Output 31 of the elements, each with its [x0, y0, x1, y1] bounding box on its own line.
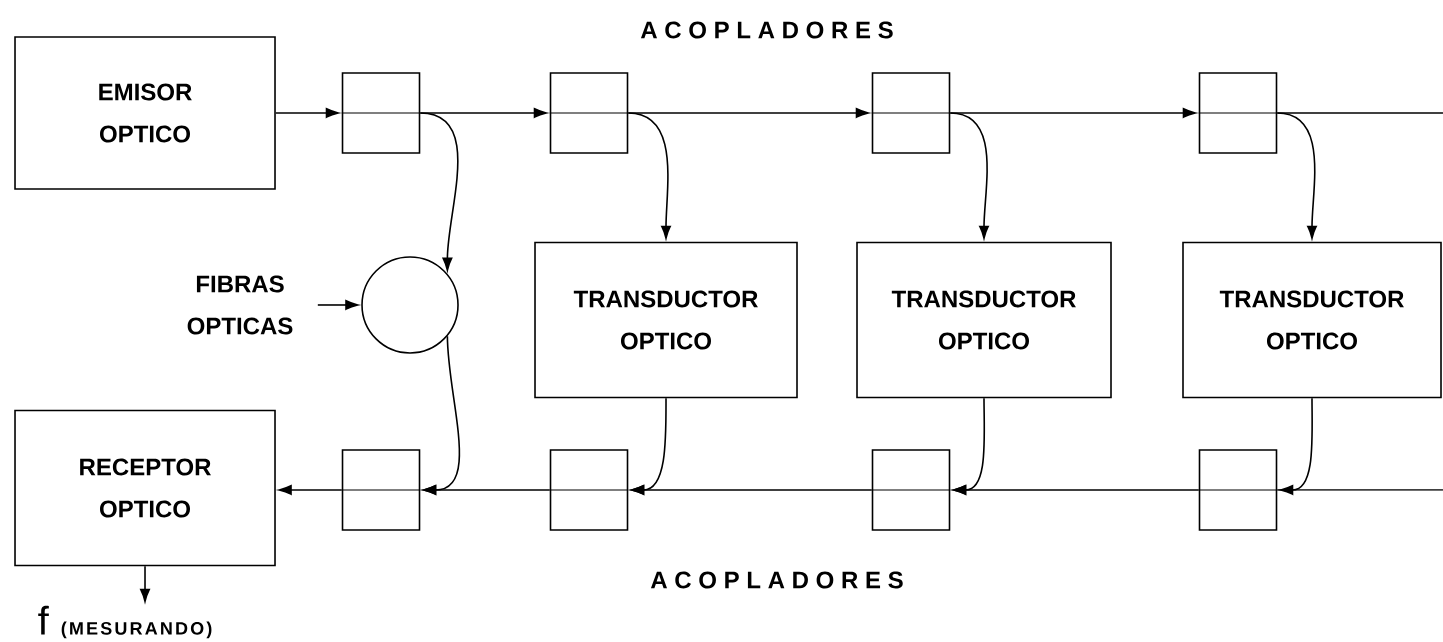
block-box: RECEPTOR OPTICO [14, 409, 276, 567]
arrow [140, 565, 150, 603]
fiber-line [1276, 489, 1443, 491]
arrow [317, 300, 359, 310]
coupler-box [549, 72, 629, 154]
arrow [278, 485, 343, 495]
coupler-box [341, 449, 421, 531]
arrow [953, 485, 1200, 495]
coupler-box [871, 72, 951, 154]
block-box: TRANSDUCTOR OPTICO [1182, 241, 1442, 399]
arrow [1276, 112, 1317, 239]
arrow [631, 485, 873, 495]
section-label: A C O P L A D O R E S [650, 571, 903, 589]
output-label: f (MESURANDO) [38, 605, 212, 639]
section-label: A C O P L A D O R E S [640, 21, 893, 39]
arrow [423, 485, 551, 495]
arrow [275, 108, 339, 118]
arrow [419, 112, 459, 271]
arrow [949, 112, 989, 239]
fiber-label: FIBRAS OPTICAS [187, 275, 293, 335]
coupler-box [871, 449, 951, 531]
coupler-box [1198, 72, 1278, 154]
block-box: EMISOR OPTICO [14, 36, 276, 190]
arrow [627, 112, 671, 239]
fiber-coil [361, 256, 459, 354]
coupler-box [341, 72, 421, 154]
block-box: TRANSDUCTOR OPTICO [856, 241, 1112, 399]
coupler-box [1198, 449, 1278, 531]
block-box: TRANSDUCTOR OPTICO [534, 241, 798, 399]
coupler-box [549, 449, 629, 531]
arrow [1280, 397, 1313, 495]
